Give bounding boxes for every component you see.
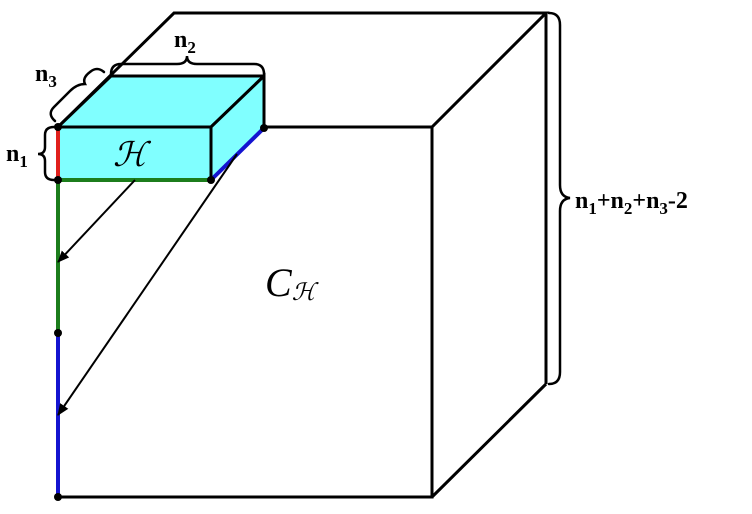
dot [54,176,62,184]
label-n3: n3 [35,61,57,91]
arrow-green-unfold [57,179,136,263]
brace-n2 [109,55,266,76]
label-total-size: n1+n2+n3-2 [575,188,688,218]
corner-dots [54,123,268,501]
large-cube-top-face [56,11,550,129]
label-cube-c-h: Cℋ [265,260,319,306]
arrow-blue-unfold [57,153,238,416]
blue-edge-block-diagonal [209,126,266,182]
label-n2: n2 [174,27,196,57]
brace-total [547,11,571,386]
label-block-h: ℋ [113,137,152,174]
label-n1: n1 [6,141,28,171]
brace-n3 [49,67,106,123]
braces [37,11,571,386]
dot [207,176,215,184]
dot [260,124,268,132]
block-h [56,72,266,184]
large-cube [56,11,550,499]
large-cube-bottom-right-diagonal [430,382,548,499]
dot [54,493,62,501]
brace-n1 [37,125,56,182]
large-cube-front-face [58,125,434,499]
dot [54,329,62,337]
dot [54,123,62,131]
